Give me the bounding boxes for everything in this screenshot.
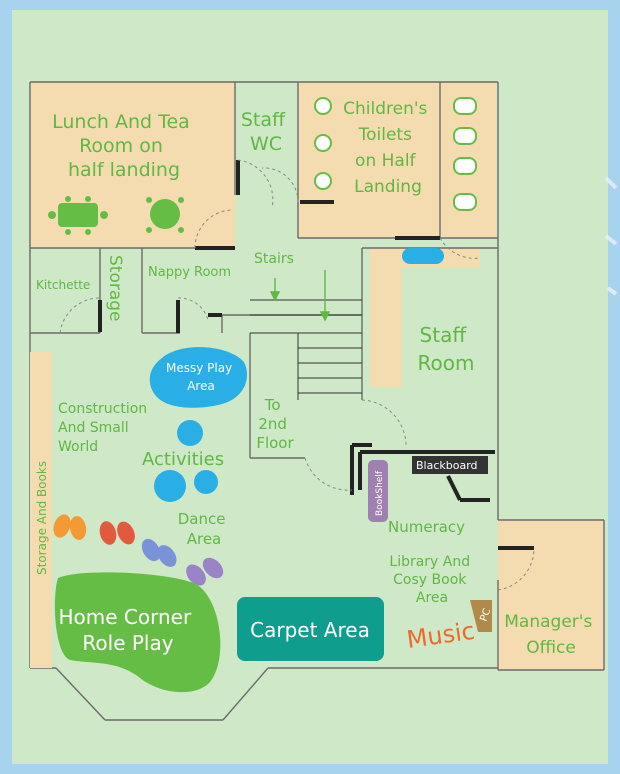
staff-wc-label: Staff WC bbox=[241, 109, 291, 155]
library-line-3: Area bbox=[416, 590, 448, 606]
storage-books-shelf bbox=[30, 352, 52, 668]
library-line-2: Cosy Book bbox=[393, 572, 467, 588]
dance-ellipses bbox=[53, 514, 224, 586]
staff-room-line-2: Room bbox=[418, 351, 475, 375]
messy-line-2: Area bbox=[187, 379, 215, 393]
to-2nd-floor-label: To 2nd Floor bbox=[256, 396, 294, 452]
sink-icon bbox=[402, 248, 444, 264]
manager-office-label: Manager's Office bbox=[504, 612, 597, 658]
door-swings bbox=[59, 159, 535, 591]
dance-line-1: Dance bbox=[178, 510, 226, 528]
home-corner-area bbox=[54, 572, 221, 693]
construction-line-2: And Small bbox=[58, 420, 129, 436]
manager-line-1: Manager's bbox=[504, 612, 592, 632]
bookshelf bbox=[368, 460, 388, 522]
pc-badge bbox=[470, 600, 492, 632]
construction-line-1: Construction bbox=[58, 401, 147, 417]
manager-line-2: Office bbox=[526, 638, 576, 658]
stairs-label: Stairs bbox=[254, 251, 294, 267]
storage-books-label: Storage And Books bbox=[35, 461, 49, 575]
lunch-table-rect bbox=[48, 196, 108, 235]
manager-office-floor bbox=[498, 520, 604, 670]
blackboard bbox=[412, 456, 488, 474]
blackboard-label: Blackboard bbox=[416, 459, 478, 472]
home-line-2: Role Play bbox=[82, 631, 173, 655]
library-line-1: Library And bbox=[389, 554, 470, 570]
home-corner-label: Home Corner Role Play bbox=[58, 605, 197, 655]
lunch-line-2: Room on bbox=[79, 135, 163, 157]
home-line-1: Home Corner bbox=[58, 605, 191, 629]
messy-play-label: Messy Play Area bbox=[166, 361, 236, 393]
toilets-line-2: Toilets bbox=[358, 125, 412, 145]
floor-line-2: 2nd bbox=[258, 415, 287, 433]
toilets-line-3: on Half bbox=[355, 151, 417, 171]
toilets-line-1: Children's bbox=[343, 99, 427, 119]
floor-line-1: To bbox=[264, 396, 281, 414]
staff-wc-line-1: Staff bbox=[241, 109, 286, 131]
activity-circles bbox=[154, 420, 218, 502]
carpet-area bbox=[237, 597, 384, 661]
construction-line-3: World bbox=[58, 439, 98, 455]
lunch-line-3: half landing bbox=[68, 159, 180, 181]
toilets-line-4: Landing bbox=[354, 177, 422, 197]
lunch-line-1: Lunch And Tea bbox=[52, 111, 190, 133]
messy-play-area bbox=[149, 347, 248, 408]
dance-line-2: Area bbox=[187, 530, 222, 548]
stairs-arrows bbox=[269, 270, 331, 322]
staff-wc-line-2: WC bbox=[250, 133, 282, 155]
pc-label: PC bbox=[478, 607, 493, 623]
messy-line-1: Messy Play bbox=[166, 361, 232, 375]
lunch-table-round bbox=[146, 197, 184, 233]
nappy-room-label: Nappy Room bbox=[148, 265, 231, 280]
childrens-toilets-label: Children's Toilets on Half Landing bbox=[343, 99, 433, 197]
staff-room-label: Staff Room bbox=[418, 323, 475, 375]
stair-treads bbox=[250, 299, 362, 400]
construction-label: Construction And Small World bbox=[58, 401, 152, 455]
storage-label: Storage bbox=[105, 255, 125, 322]
walls bbox=[29, 81, 605, 721]
numeracy-label: Numeracy bbox=[388, 518, 465, 536]
kitchette-label: Kitchette bbox=[36, 278, 90, 292]
activities-label: Activities bbox=[142, 449, 224, 470]
bookshelf-label: BookShelf bbox=[375, 470, 385, 516]
staff-room-line-1: Staff bbox=[420, 323, 468, 347]
staff-room-floor bbox=[370, 248, 480, 388]
decorative-lines bbox=[604, 176, 618, 296]
toilet-icons-right bbox=[453, 97, 477, 211]
carpet-area-label: Carpet Area bbox=[250, 618, 370, 642]
library-label: Library And Cosy Book Area bbox=[389, 554, 474, 606]
floor-line-3: Floor bbox=[256, 434, 294, 452]
door-posts bbox=[98, 160, 534, 550]
lunch-room-label: Lunch And Tea Room on half landing bbox=[52, 111, 196, 181]
toilet-icons-left bbox=[314, 97, 332, 190]
dance-area-label: Dance Area bbox=[178, 510, 231, 548]
